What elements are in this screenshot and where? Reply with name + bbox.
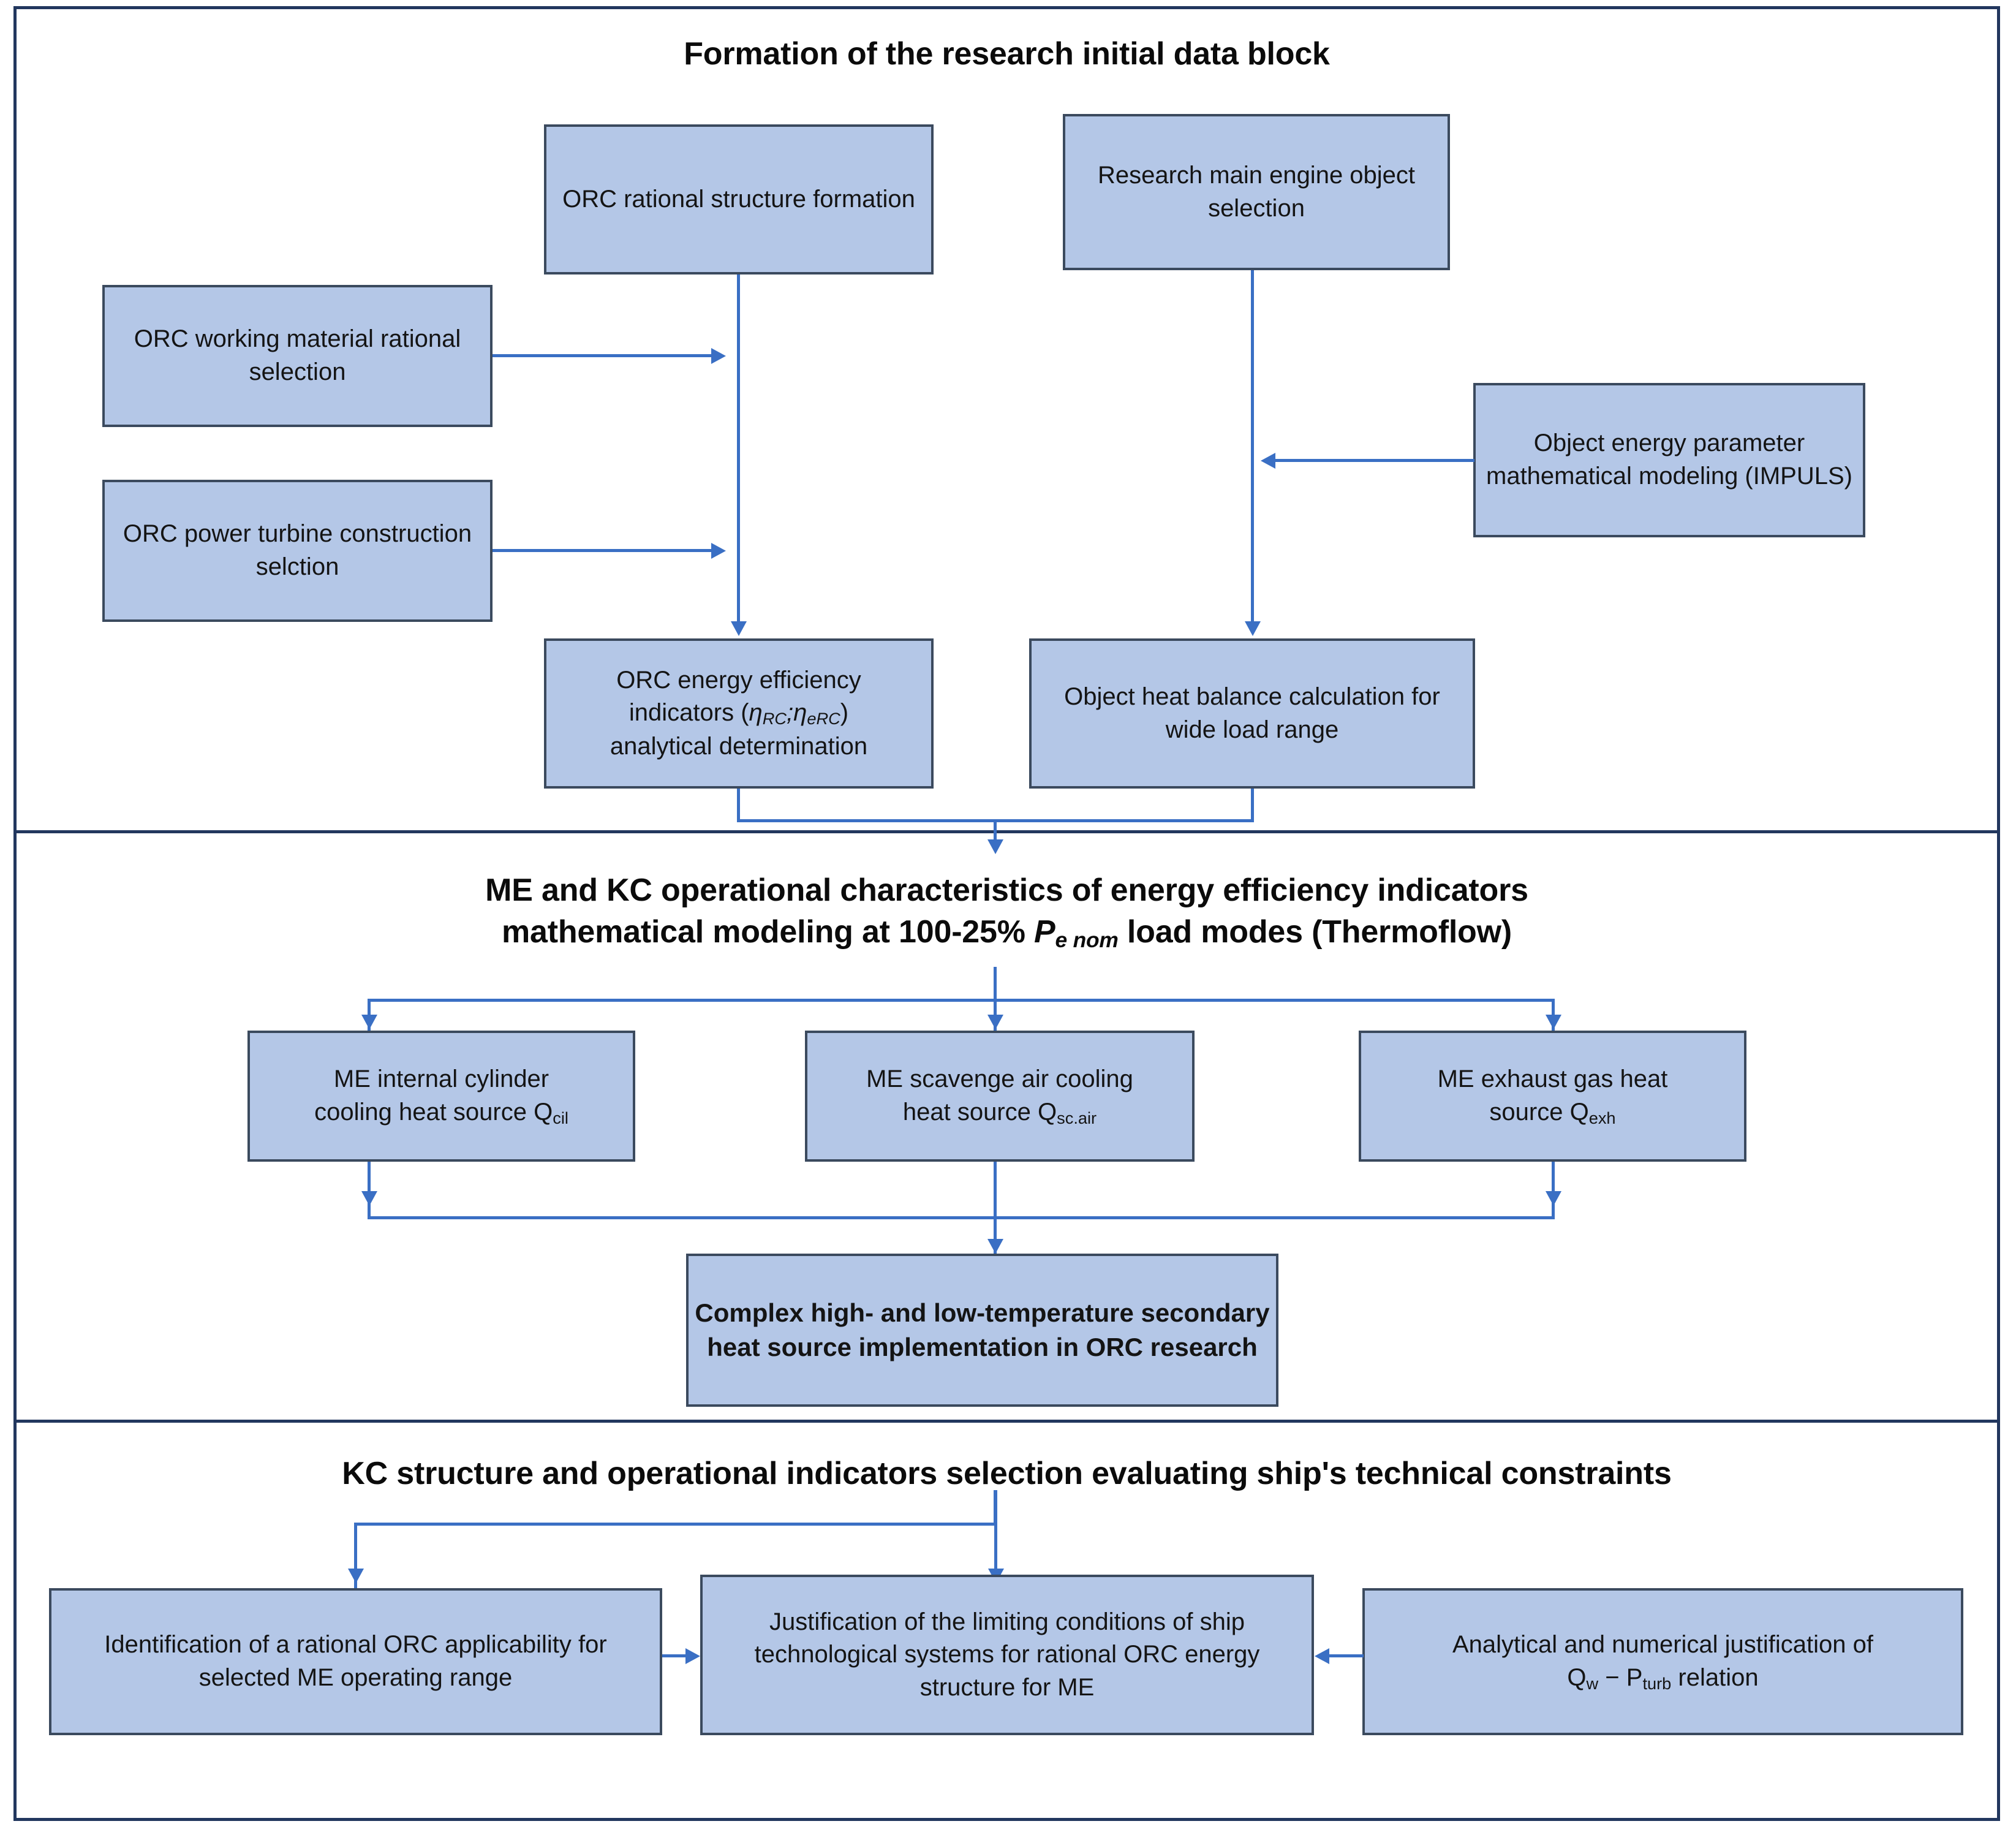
box-orc-working-material-label: ORC working material rational selection [134,325,461,385]
connector-engine-to-heatbalance-line [1251,270,1254,624]
connector-material-to-trunk-arrow [711,348,726,364]
connector-merge-left-stem [737,789,740,821]
connector-s2-dist-bar [368,999,1555,1002]
connector-s3-dist-left-arrow [348,1569,364,1583]
connector-identification-to-justification-arrow [685,1648,700,1664]
box-research-main-engine-label: Research main engine object selection [1097,161,1416,222]
box-me-exhaust-gas-label: ME exhaust gas heat source Qexh [1367,1063,1738,1129]
eta-erc-subscript: eRC [807,709,840,729]
box-me-scavenge-air[interactable]: ME scavenge air cooling heat source Qsc.… [805,1031,1195,1162]
eta-erc-symbol: η [793,699,807,727]
connector-material-to-trunk-line [493,354,711,357]
orc-eff-line2-pre: indicators ( [629,699,749,727]
eta-rc-symbol: η [749,699,763,727]
analytical-Q: Q [1567,1664,1587,1691]
section-2-title: ME and KC operational characteristics of… [13,870,2000,954]
section-2-title-line2-post: load modes (Thermoflow) [1118,914,1512,950]
box-complex-heat-source-label: Complex high- and low-temperature second… [695,1298,1270,1361]
box-orc-power-turbine-label: ORC power turbine construction selction [123,520,472,580]
connector-engine-to-heatbalance-arrow [1245,621,1261,636]
P-subscript: e nom [1055,928,1119,952]
Q-w-subscript: w [1586,1673,1599,1693]
Q-cil-subscript: cil [553,1108,568,1127]
connector-s2-dist-left-arrow [361,1015,377,1029]
connector-identification-to-justification-line [662,1654,685,1657]
me-exhaust-line2: source Q [1489,1098,1589,1126]
box-analytical-numerical-justification-label: Analytical and numerical justification o… [1371,1629,1955,1695]
box-orc-working-material[interactable]: ORC working material rational selection [102,285,493,427]
section-1-title: Formation of the research initial data b… [684,36,1330,72]
me-exhaust-line1: ME exhaust gas heat [1437,1066,1668,1092]
me-cylinder-line1: ME internal cylinder [333,1066,549,1092]
box-orc-power-turbine[interactable]: ORC power turbine construction selction [102,480,493,622]
me-scavenge-line1: ME scavenge air cooling [866,1066,1133,1092]
connector-structure-to-efficiency-line [737,274,740,624]
P-turb-subscript: turb [1642,1673,1672,1693]
connector-analytical-to-justification-line [1329,1654,1364,1657]
box-complex-heat-source[interactable]: Complex high- and low-temperature second… [686,1254,1278,1407]
connector-s2-merge-left-arrow [361,1191,377,1206]
connector-analytical-to-justification-arrow [1315,1648,1329,1664]
connector-s3-dist-mid-drop [994,1490,997,1590]
connector-objectenergy-to-trunk-line [1275,459,1474,462]
me-cylinder-line2: cooling heat source Q [314,1098,553,1126]
eta-separator: ; [787,699,794,727]
orc-eff-line2-post: ) [840,699,849,727]
connector-s2-merge-left-stem [368,1162,371,1218]
box-orc-rational-structure-label: ORC rational structure formation [562,185,915,213]
box-me-internal-cylinder[interactable]: ME internal cylinder cooling heat source… [247,1031,635,1162]
box-object-heat-balance-label: Object heat balance calculation for wide… [1064,683,1440,743]
box-object-energy-parameter[interactable]: Object energy parameter mathematical mod… [1473,383,1865,537]
box-research-main-engine[interactable]: Research main engine object selection [1063,114,1450,270]
section-2-title-line1: ME and KC operational characteristics of… [485,872,1528,908]
connector-s2-dist-stem [994,967,997,1002]
box-me-exhaust-gas[interactable]: ME exhaust gas heat source Qexh [1359,1031,1746,1162]
analytical-relation: relation [1671,1664,1759,1691]
connector-turbine-to-trunk-line [493,549,711,552]
box-me-scavenge-air-label: ME scavenge air cooling heat source Qsc.… [814,1063,1186,1129]
connector-s3-dist-left-drop [354,1523,357,1589]
analytical-line1: Analytical and numerical justification o… [1452,1631,1873,1658]
box-identification-rational-orc-label: Identification of a rational ORC applica… [104,1631,607,1691]
orc-eff-line3: analytical determination [610,732,868,760]
eta-rc-subscript: RC [762,709,787,729]
connector-s2-merge-right-arrow [1546,1191,1561,1206]
connector-structure-to-efficiency-arrow [731,621,747,636]
connector-merge-down-arrow [987,839,1003,854]
connector-s2-dist-right-arrow [1546,1015,1561,1029]
Q-exh-subscript: exh [1588,1108,1616,1127]
box-justification-limiting-conditions[interactable]: Justification of the limiting conditions… [700,1575,1314,1735]
section-divider-1 [13,830,2000,833]
connector-s2-merge-mid-stem [994,1162,997,1254]
connector-s3-dist-bar [354,1523,997,1526]
box-orc-energy-efficiency-label: ORC energy efficiency indicators (ηRC;ηe… [553,664,925,763]
box-object-energy-parameter-label: Object energy parameter mathematical mod… [1486,430,1852,490]
connector-s2-merge-mid-arrow [987,1239,1003,1254]
box-object-heat-balance[interactable]: Object heat balance calculation for wide… [1029,638,1475,789]
box-orc-rational-structure[interactable]: ORC rational structure formation [544,124,934,274]
analytical-P: P [1626,1664,1643,1691]
connector-merge-down-stem [994,819,997,847]
me-scavenge-line2: heat source Q [902,1098,1057,1126]
diagram-outer-frame [13,6,2000,1821]
box-orc-energy-efficiency[interactable]: ORC energy efficiency indicators (ηRC;ηe… [544,638,934,789]
connector-s2-dist-mid-arrow [987,1015,1003,1029]
box-identification-rational-orc[interactable]: Identification of a rational ORC applica… [49,1588,662,1735]
connector-merge-right-stem [1251,789,1254,821]
box-me-internal-cylinder-label: ME internal cylinder cooling heat source… [256,1063,627,1129]
section-divider-2 [13,1420,2000,1423]
connector-s2-merge-bar [368,1216,1555,1219]
orc-eff-line1: ORC energy efficiency [616,666,861,694]
section-3-title: KC structure and operational indicators … [342,1456,1672,1491]
section-2-title-line2-pre: mathematical modeling at 100-25% [501,914,1035,950]
P-symbol: P [1034,914,1055,950]
connector-objectenergy-to-trunk-arrow [1261,453,1275,469]
box-analytical-numerical-justification[interactable]: Analytical and numerical justification o… [1362,1588,1963,1735]
connector-turbine-to-trunk-arrow [711,543,726,559]
Q-scair-subscript: sc.air [1057,1108,1097,1127]
analytical-dash: − [1598,1664,1626,1691]
section-2-title-line2: mathematical modeling at 100-25% Pe nom … [13,912,2000,955]
box-justification-limiting-conditions-label: Justification of the limiting conditions… [754,1608,1260,1701]
connector-s2-merge-right-stem [1552,1162,1555,1218]
